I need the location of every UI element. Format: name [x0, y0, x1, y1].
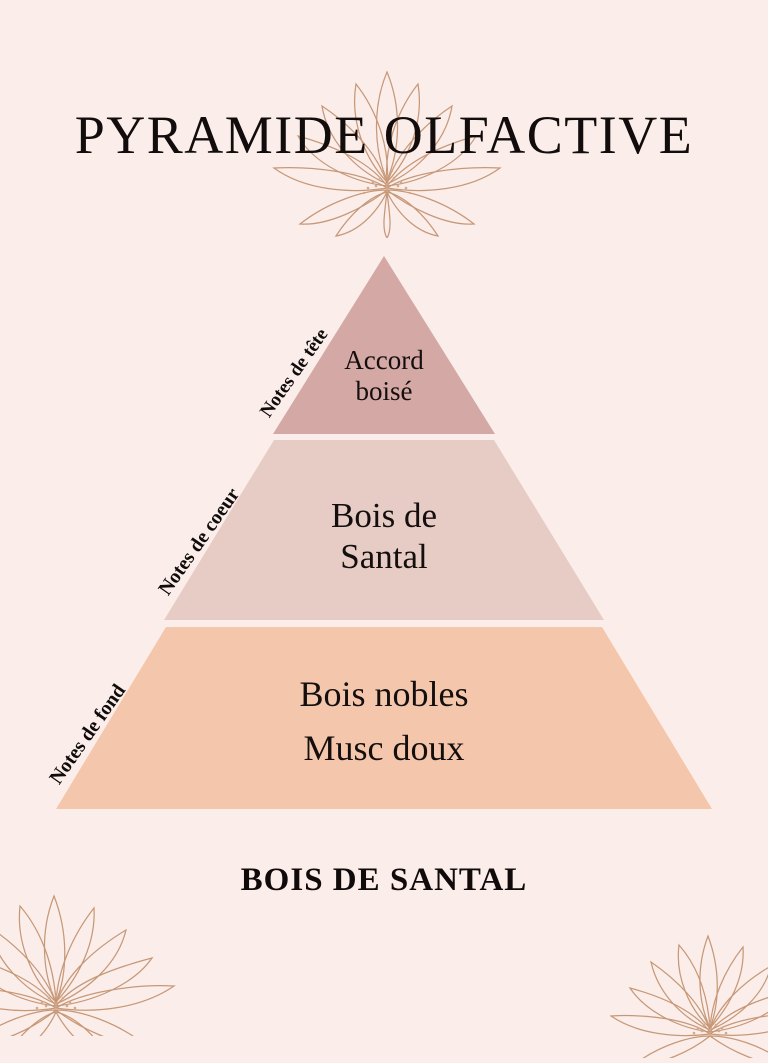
poster-canvas: PYRAMIDE OLFACTIVE Accord boisé Bois de …: [0, 70, 768, 1063]
pyramid-tier-middle[interactable]: Bois de Santal: [164, 440, 604, 620]
tier-top-line1: Accord: [344, 344, 424, 375]
pyramid-tier-top-text: Accord boisé: [344, 345, 423, 408]
tier-top-line2: boisé: [355, 376, 413, 406]
pyramid-tier-top[interactable]: Accord boisé: [273, 256, 495, 434]
product-name-footer: BOIS DE SANTAL: [240, 862, 528, 898]
pyramid-tier-bottom-text: Bois nobles Musc doux: [299, 667, 468, 775]
pyramid-tier-top-shape: [273, 256, 495, 434]
tier-bottom-line2: Musc doux: [303, 728, 465, 768]
pyramid-tier-bottom-shape: [56, 627, 712, 809]
pyramid-tier-middle-text: Bois de Santal: [331, 496, 437, 577]
tier-middle-line1: Bois de: [331, 496, 437, 536]
pyramid-tier-middle-shape: [164, 440, 604, 620]
page-title: PYRAMIDE OLFACTIVE: [74, 105, 694, 165]
tier-bottom-line1: Bois nobles: [299, 674, 469, 714]
olfactory-pyramid: Accord boisé Bois de Santal Bois nobles …: [45, 256, 712, 809]
tier-middle-line2: Santal: [340, 537, 428, 576]
pyramid-tier-bottom[interactable]: Bois nobles Musc doux: [56, 627, 712, 809]
